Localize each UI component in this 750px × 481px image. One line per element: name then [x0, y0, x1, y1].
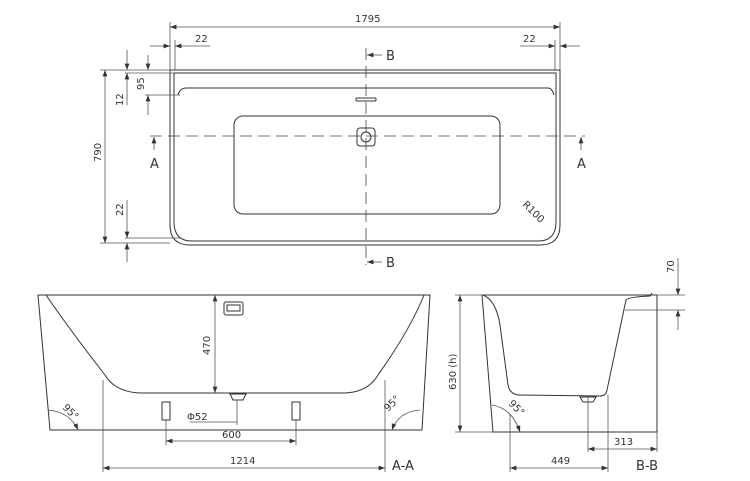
drain — [229, 393, 247, 401]
dim-radius: R100 — [520, 199, 546, 225]
tub-outline-side — [481, 294, 658, 433]
dim-width-total: 1795 — [355, 14, 380, 25]
dim-inner-depth: 470 — [202, 336, 213, 355]
section-bb-label: B-B — [636, 459, 658, 474]
section-a-left: A — [150, 157, 159, 172]
tub-outline-front — [37, 294, 431, 431]
overflow — [223, 301, 244, 316]
section-a-right: A — [577, 157, 586, 172]
tub-inner-rim — [173, 72, 557, 242]
dim-ledge-height: 70 — [666, 260, 677, 273]
dim-rim-top: 12 — [115, 93, 126, 106]
dim-ledge: 95 — [136, 77, 147, 90]
tub-inner-side — [482, 292, 653, 397]
overflow-inner — [226, 304, 241, 312]
section-aa: 470 Φ52 600 1214 95° 95° A-A — [37, 294, 431, 474]
angle-left: 95° — [60, 402, 80, 422]
foot-right — [291, 401, 301, 421]
dim-base-width: 449 — [551, 456, 570, 467]
tub-inner-front — [45, 294, 425, 394]
back-ledge — [177, 87, 555, 96]
tub-outline-top — [169, 69, 561, 246]
dim-rim-bottom: 22 — [115, 203, 126, 216]
overflow-slot — [355, 97, 377, 102]
basin-floor — [233, 115, 501, 215]
section-aa-label: A-A — [392, 459, 414, 474]
dim-drain-diameter: Φ52 — [187, 412, 208, 423]
top-view: 1795 22 22 790 12 95 22 R100 A A B B — [93, 14, 586, 271]
dim-feet-spacing: 600 — [222, 430, 241, 441]
dim-depth-total: 790 — [93, 143, 104, 162]
dim-height: 630 (h) — [448, 353, 459, 390]
section-bb: 630 (h) 70 313 449 95° B-B — [448, 258, 685, 474]
dim-rim-left: 22 — [195, 34, 208, 45]
drain-side — [579, 396, 597, 403]
section-b-bottom: B — [386, 256, 395, 271]
section-b-top: B — [386, 49, 395, 64]
angle-side: 95° — [506, 398, 526, 418]
foot-left — [161, 401, 171, 421]
dim-base-length: 1214 — [230, 456, 255, 467]
dim-drain-offset: 313 — [614, 437, 633, 448]
dim-rim-right: 22 — [523, 34, 536, 45]
